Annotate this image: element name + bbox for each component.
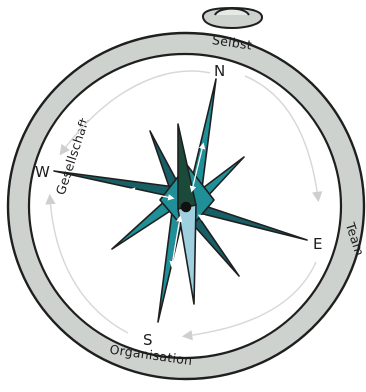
direction-east: E [313, 235, 322, 253]
needle-pivot [182, 203, 191, 212]
direction-south: S [143, 331, 153, 349]
ring-holder-icon [203, 8, 262, 28]
direction-north: N [214, 62, 225, 80]
direction-west: W [35, 163, 50, 181]
